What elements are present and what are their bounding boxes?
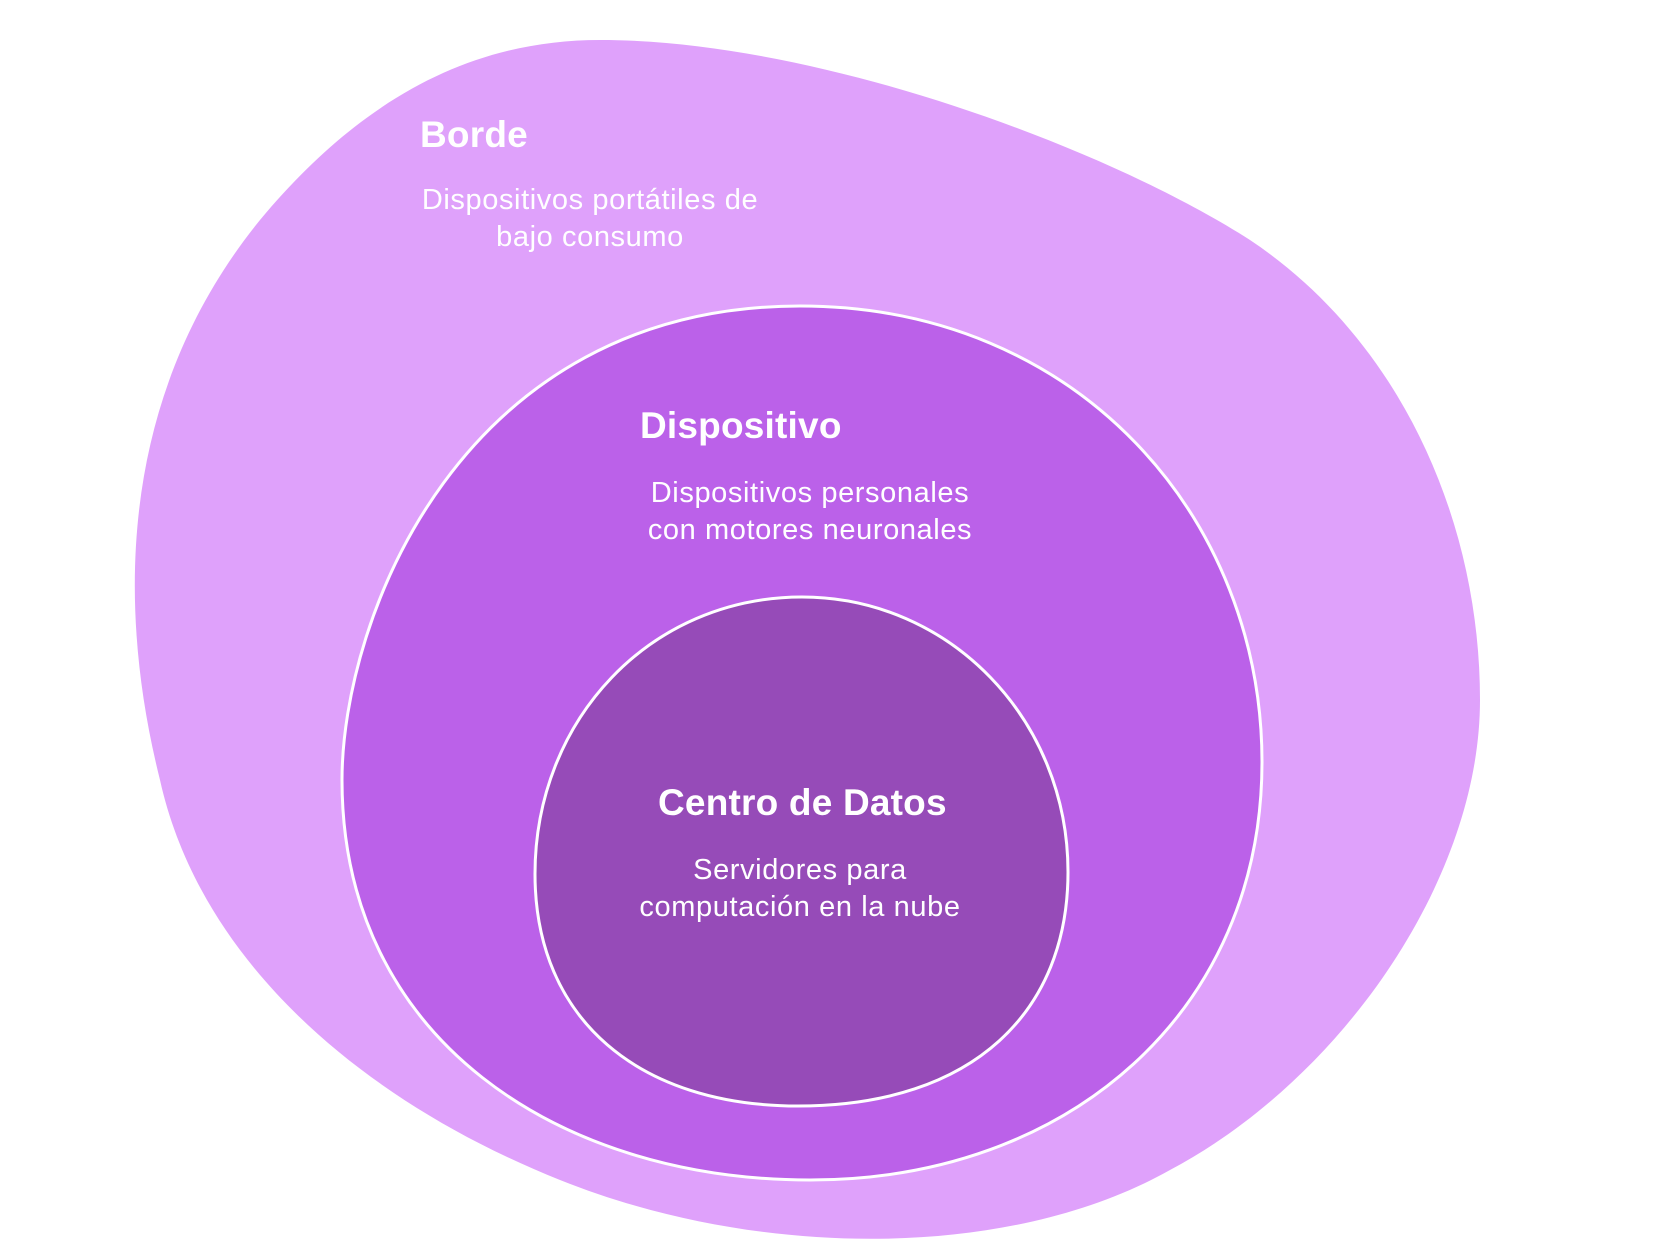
centro-de-datos-description-line-2: computación en la nube <box>639 891 961 923</box>
centro-de-datos-description: Servidores para computación en la nube <box>620 852 980 926</box>
dispositivo-description-line-1: Dispositivos personales <box>650 477 970 509</box>
centro-de-datos-description-line-1: Servidores para <box>693 854 907 886</box>
dispositivo-description-line-2: con motores neuronales <box>647 514 973 546</box>
borde-description-line-2: bajo consumo <box>496 221 684 253</box>
dispositivo-description: Dispositivos personales con motores neur… <box>620 475 1000 549</box>
centro-de-datos-blob <box>533 595 1070 1108</box>
borde-title: Borde <box>420 114 528 155</box>
dispositivo-title: Dispositivo <box>640 405 842 446</box>
borde-description-line-1: Dispositivos portátiles de <box>421 184 759 216</box>
centro-de-datos-title: Centro de Datos <box>658 782 947 823</box>
borde-description: Dispositivos portátiles de bajo consumo <box>410 182 770 256</box>
